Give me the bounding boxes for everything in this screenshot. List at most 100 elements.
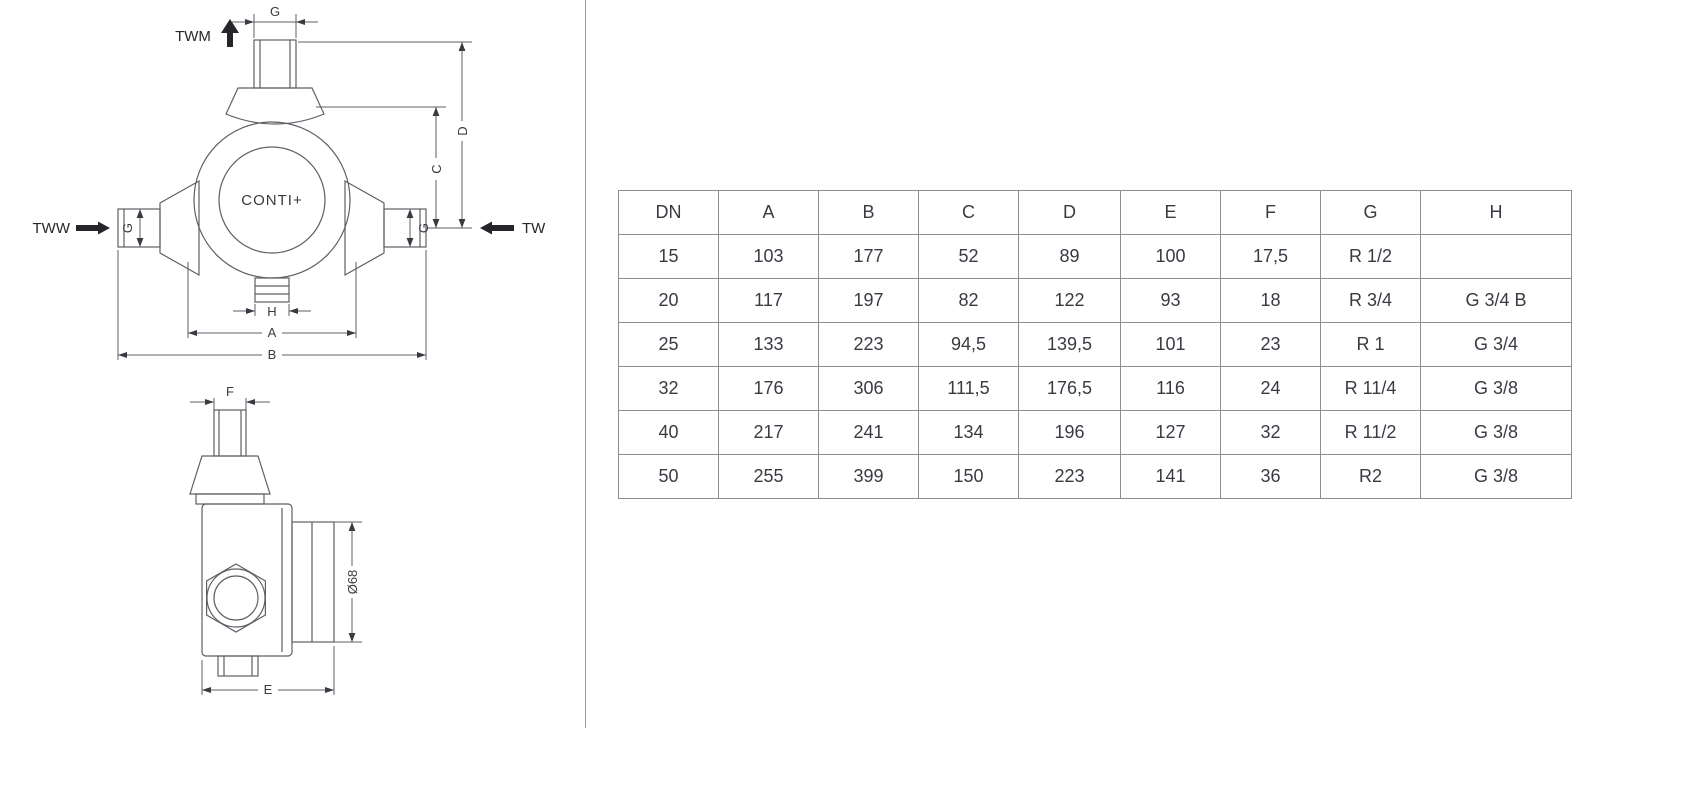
table-cell: 197 — [818, 278, 919, 323]
table-cell: 15 — [618, 234, 719, 279]
table-cell: 32 — [618, 366, 719, 411]
side-nut — [189, 455, 271, 495]
table-cell: 127 — [1120, 410, 1221, 455]
table-cell: 103 — [718, 234, 819, 279]
dim-g-left — [136, 209, 144, 247]
left-pipe — [117, 179, 200, 277]
dim-d — [298, 41, 472, 228]
table-cell: 133 — [718, 322, 819, 367]
table-header-cell: E — [1120, 190, 1221, 235]
side-flange — [291, 521, 335, 643]
table-cell: R 11/2 — [1320, 410, 1421, 455]
dim-f — [190, 398, 270, 410]
table-cell: 306 — [818, 366, 919, 411]
table-header-cell: H — [1420, 190, 1572, 235]
dim-diameter-label: Ø68 — [345, 570, 360, 595]
table-cell: 134 — [918, 410, 1019, 455]
front-dimensions — [117, 14, 472, 360]
table-cell: G 3/4 B — [1420, 278, 1572, 323]
table-cell: R 1 — [1320, 322, 1421, 367]
flow-annotations: TWM TWW TW — [33, 19, 546, 237]
table-cell: 399 — [818, 454, 919, 499]
table-cell: 177 — [818, 234, 919, 279]
table-cell: 101 — [1120, 322, 1221, 367]
table-cell: 17,5 — [1220, 234, 1321, 279]
table-cell: 150 — [918, 454, 1019, 499]
dim-g-right-label: G — [416, 223, 431, 233]
table-cell: 116 — [1120, 366, 1221, 411]
dim-g-right — [406, 209, 414, 247]
table-cell: 32 — [1220, 410, 1321, 455]
side-view — [189, 409, 335, 677]
hex-nut — [206, 563, 266, 633]
tww-arrow-icon — [76, 221, 110, 235]
twm-arrow-icon — [221, 19, 239, 47]
dim-g-top — [232, 14, 318, 38]
dim-g-top-label: G — [270, 4, 280, 19]
dim-a-label: A — [268, 325, 277, 340]
table-cell: 24 — [1220, 366, 1321, 411]
table-cell: 223 — [1018, 454, 1121, 499]
dim-diameter — [334, 521, 362, 643]
side-collar — [195, 493, 265, 505]
table-cell: 23 — [1220, 322, 1321, 367]
table-cell: 255 — [718, 454, 819, 499]
twm-label: TWM — [175, 28, 211, 45]
table-cell: 176 — [718, 366, 819, 411]
table-cell: 40 — [618, 410, 719, 455]
table-cell: 141 — [1120, 454, 1221, 499]
valve-body-inner — [218, 146, 326, 254]
right-pipe — [344, 179, 427, 277]
table-cell: G 3/8 — [1420, 410, 1572, 455]
dim-c-label: C — [429, 164, 444, 173]
front-view — [117, 39, 427, 303]
table-cell: 82 — [918, 278, 1019, 323]
table-cell: 50 — [618, 454, 719, 499]
table-cell: R 11/4 — [1320, 366, 1421, 411]
table-header-cell: F — [1220, 190, 1321, 235]
table-cell: 241 — [818, 410, 919, 455]
table-header-cell: A — [718, 190, 819, 235]
table-cell: 100 — [1120, 234, 1221, 279]
table-cell: 93 — [1120, 278, 1221, 323]
tw-label: TW — [522, 220, 546, 237]
table-cell: R 3/4 — [1320, 278, 1421, 323]
tw-arrow-icon — [480, 221, 514, 235]
table-cell: G 3/8 — [1420, 366, 1572, 411]
table-cell: 139,5 — [1018, 322, 1121, 367]
side-dimensions — [190, 398, 362, 695]
dim-h — [233, 304, 311, 316]
table-cell: 122 — [1018, 278, 1121, 323]
side-bottom-pipe — [217, 655, 259, 677]
dim-c — [316, 106, 472, 229]
table-cell: 25 — [618, 322, 719, 367]
table-cell: 196 — [1018, 410, 1121, 455]
table-cell: 111,5 — [918, 366, 1019, 411]
table-cell: 36 — [1220, 454, 1321, 499]
dim-e — [201, 646, 335, 695]
table-cell: 117 — [718, 278, 819, 323]
table-cell: R 1/2 — [1320, 234, 1421, 279]
bottom-pipe — [254, 277, 290, 303]
table-cell: G 3/8 — [1420, 454, 1572, 499]
dim-b-label: B — [268, 347, 277, 362]
table-header-cell: DN — [618, 190, 719, 235]
dim-h-label: H — [267, 304, 276, 319]
table-cell: 20 — [618, 278, 719, 323]
table-cell: G 3/4 — [1420, 322, 1572, 367]
dim-b — [117, 250, 427, 360]
table-cell: 94,5 — [918, 322, 1019, 367]
dim-e-label: E — [264, 682, 273, 697]
table-header-cell: G — [1320, 190, 1421, 235]
table-cell: 176,5 — [1018, 366, 1121, 411]
top-nut — [225, 87, 325, 125]
table-cell: 52 — [918, 234, 1019, 279]
